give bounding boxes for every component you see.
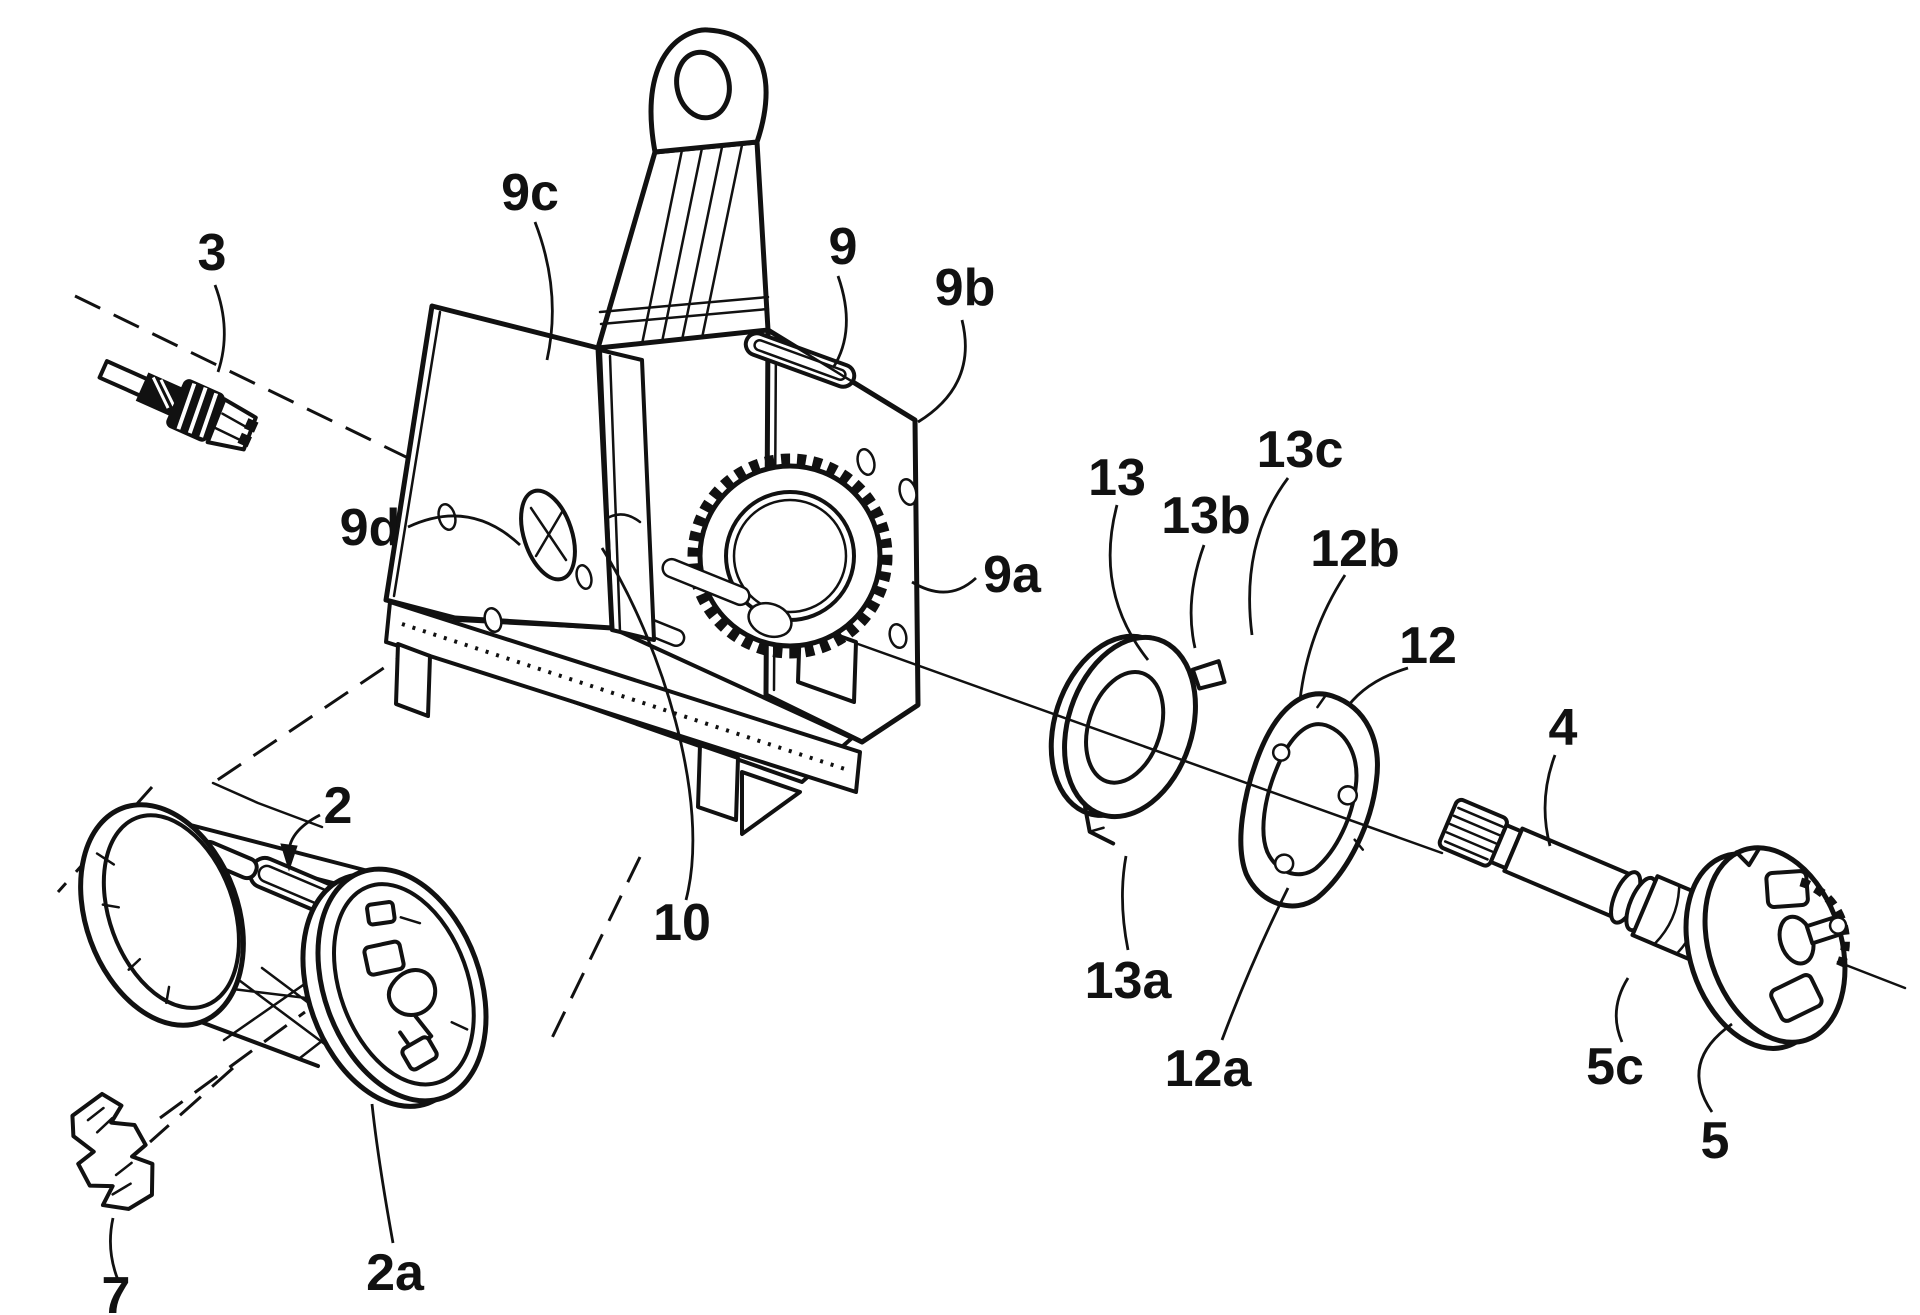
label-4: 4 bbox=[1549, 699, 1578, 757]
label-2a: 2a bbox=[366, 1244, 425, 1302]
frame-left-wall bbox=[383, 303, 615, 634]
label-5c: 5c bbox=[1586, 1038, 1644, 1096]
part-13-washer bbox=[1048, 633, 1227, 846]
label-5: 5 bbox=[1701, 1112, 1730, 1170]
assembly-axis-dashed bbox=[74, 294, 479, 494]
frame-riser bbox=[595, 139, 771, 351]
tab-13b bbox=[1190, 659, 1227, 691]
label-9d: 9d bbox=[340, 499, 401, 557]
label-9c: 9c bbox=[501, 164, 559, 222]
part-7-clip bbox=[70, 1091, 155, 1211]
part-3-knob bbox=[97, 359, 259, 452]
label-12b: 12b bbox=[1310, 520, 1400, 578]
label-13b: 13b bbox=[1161, 487, 1251, 545]
assembly-axis-solid-end bbox=[1836, 960, 1907, 990]
frame-bottom-rail bbox=[384, 600, 862, 836]
leader-lines bbox=[109, 221, 1733, 1281]
label-3: 3 bbox=[198, 224, 227, 282]
assembly-axis-solid bbox=[856, 642, 1444, 855]
part-2a-plate bbox=[300, 866, 489, 1109]
part-2-drum bbox=[78, 802, 489, 1109]
label-13a: 13a bbox=[1085, 952, 1173, 1010]
drum-left-flange bbox=[78, 802, 246, 1028]
label-12a: 12a bbox=[1165, 1040, 1253, 1098]
label-2: 2 bbox=[324, 777, 353, 835]
part-9a-gear bbox=[687, 453, 893, 659]
reference-numerals: 3 9c 9 9b 9d 9a 13 13b 13c 12b 12 4 2 10… bbox=[102, 164, 1730, 1315]
part-12-gasket bbox=[1238, 691, 1380, 909]
label-9b: 9b bbox=[935, 259, 996, 317]
label-7: 7 bbox=[102, 1267, 131, 1315]
frame-top-tab bbox=[648, 27, 769, 155]
part-9-frame bbox=[383, 27, 921, 836]
label-9a: 9a bbox=[983, 546, 1042, 604]
label-9: 9 bbox=[829, 218, 858, 276]
label-13c: 13c bbox=[1257, 421, 1344, 479]
label-13: 13 bbox=[1088, 449, 1146, 507]
label-12: 12 bbox=[1399, 617, 1457, 675]
label-10: 10 bbox=[653, 894, 711, 952]
part-5-disc bbox=[1683, 845, 1850, 1051]
